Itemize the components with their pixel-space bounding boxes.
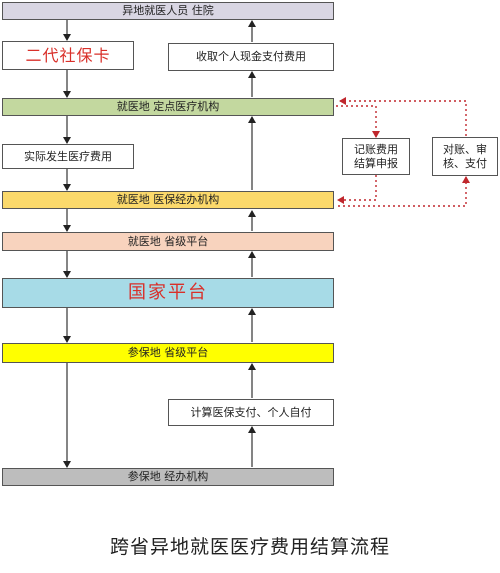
social-security-card-label: 二代社保卡 (25, 45, 111, 65)
national-platform-label: 国家平台 (128, 281, 208, 303)
dotted-billing-to-agency (337, 175, 377, 204)
treatment-agency-label: 就医地 医保经办机构 (116, 193, 220, 207)
diagram-caption: 跨省异地就医医疗费用结算流程 (109, 536, 390, 558)
billing-line1: 记账费用 (354, 142, 398, 156)
dotted-agency-to-reconcile (338, 176, 470, 207)
treatment-provincial-label: 就医地 省级平台 (127, 234, 209, 248)
dotted-reconcile-to-institution (339, 97, 467, 136)
calculate-label: 计算医保支付、个人自付 (190, 405, 312, 419)
treatment-agency-box: 就医地 医保经办机构 (2, 191, 334, 209)
reconcile-line2: 核、支付 (443, 156, 487, 170)
billing-declaration-box: 记账费用 结算申报 (342, 138, 410, 175)
insured-agency-label: 参保地 经办机构 (127, 470, 209, 484)
billing-line2: 结算申报 (354, 156, 398, 170)
dotted-institution-to-billing (336, 105, 380, 138)
actual-cost-label: 实际发生医疗费用 (24, 149, 112, 163)
collect-cash-label: 收取个人现金支付费用 (196, 50, 306, 64)
insured-agency-box: 参保地 经办机构 (2, 468, 334, 486)
treatment-provincial-box: 就医地 省级平台 (2, 232, 334, 251)
designated-institution-label: 就医地 定点医疗机构 (116, 100, 220, 114)
calculate-box: 计算医保支付、个人自付 (168, 399, 334, 426)
reconcile-line1: 对账、审 (443, 142, 487, 156)
actual-cost-box: 实际发生医疗费用 (2, 144, 134, 169)
social-security-card-box: 二代社保卡 (2, 41, 134, 70)
reconcile-pay-box: 对账、审 核、支付 (432, 137, 498, 176)
national-platform-box: 国家平台 (2, 278, 334, 308)
designated-institution-box: 就医地 定点医疗机构 (2, 98, 334, 116)
insured-provincial-label: 参保地 省级平台 (127, 346, 209, 360)
collect-cash-box: 收取个人现金支付费用 (168, 43, 334, 71)
patient-label: 异地就医人员 住院 (122, 4, 214, 18)
patient-box: 异地就医人员 住院 (2, 2, 334, 20)
insured-provincial-box: 参保地 省级平台 (2, 343, 334, 363)
